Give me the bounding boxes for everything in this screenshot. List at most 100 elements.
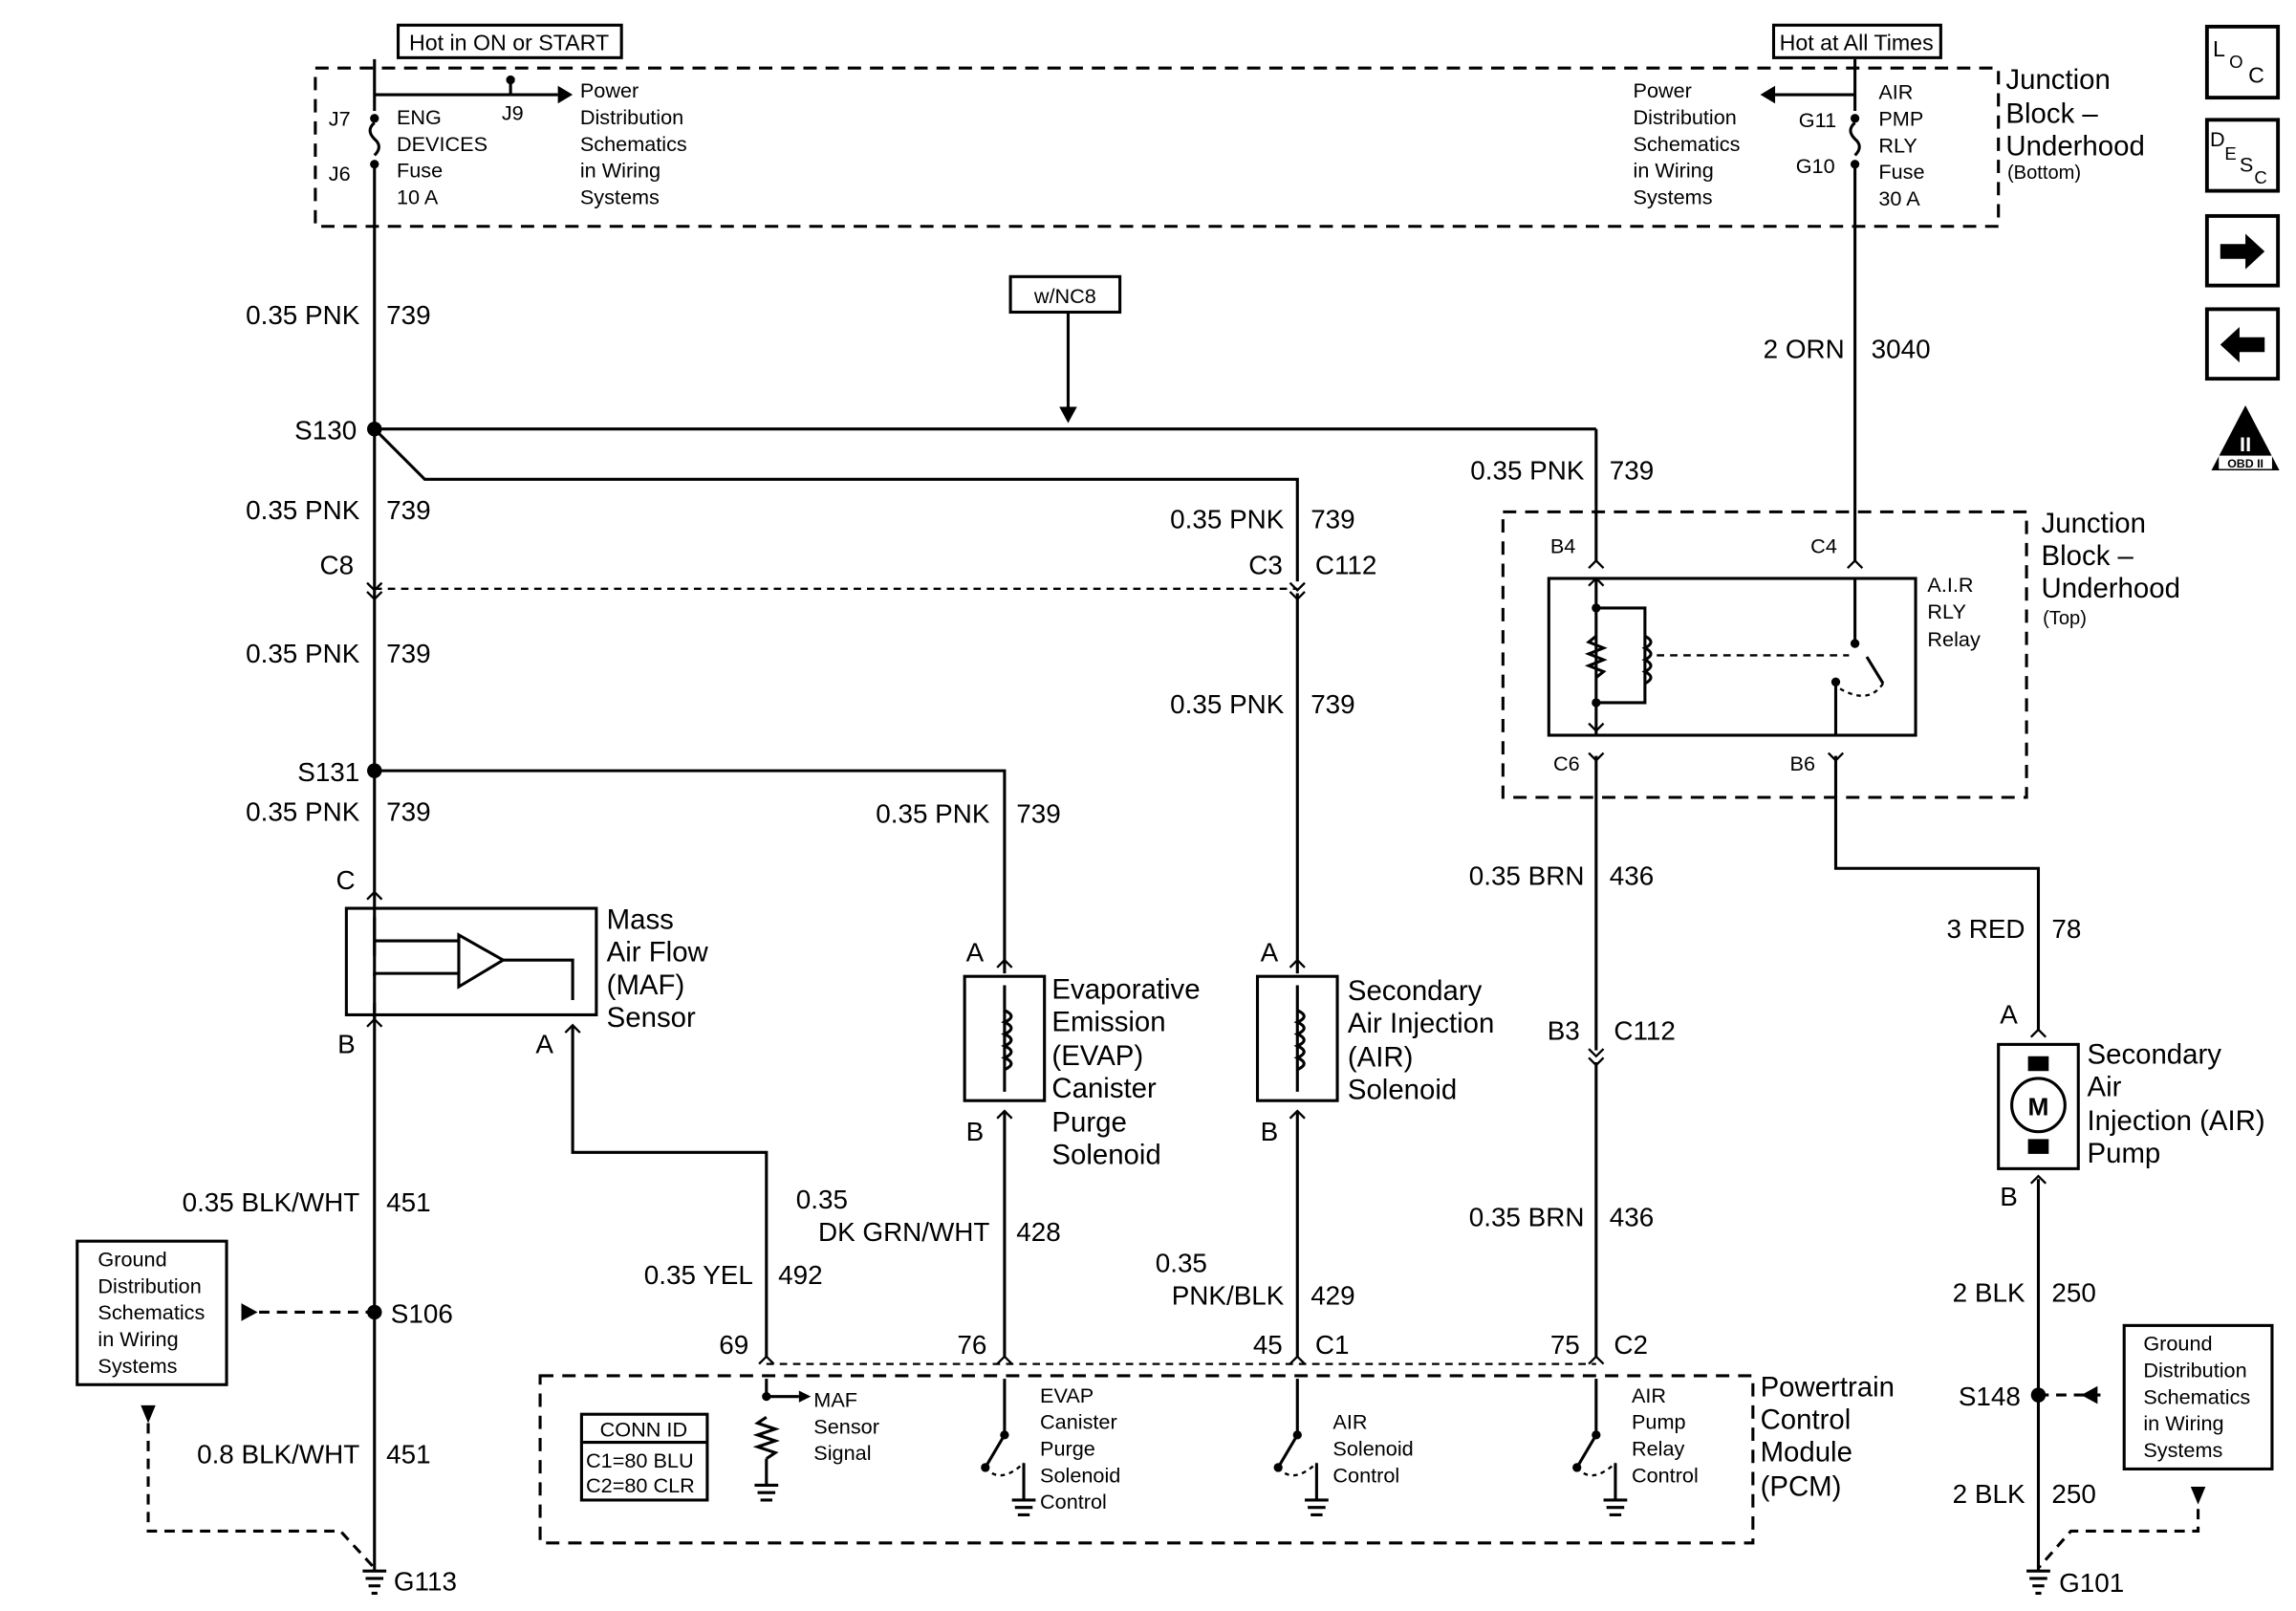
fuse-right-line: RLY [1878, 133, 1917, 157]
relay-pin-c4-chevron [1847, 558, 1864, 569]
ground-g113-icon [362, 1569, 387, 1595]
wire-circuit: 739 [386, 639, 430, 668]
previous-page-arrow-icon[interactable] [2204, 307, 2281, 381]
evap-name-line: (EVAP) [1051, 1040, 1143, 1072]
ground-dist-left-box [76, 1239, 228, 1386]
maf-amplifier-symbol [457, 932, 507, 990]
air-pump-pin-a-chevron [2029, 1028, 2047, 1038]
relay-node-dot [1592, 698, 1601, 708]
pcm-air-sol-driver-switch [1276, 1434, 1299, 1469]
jb-bottom-title-line: Block – [2005, 98, 2098, 129]
pcm-evap-control-line: Solenoid [1040, 1463, 1120, 1487]
ground-dist-left-line: Distribution [97, 1274, 201, 1297]
pds-left-line: Distribution [580, 105, 683, 129]
air-sol-name-line: Air Injection [1348, 1008, 1494, 1039]
connector-c3-chevron [1289, 581, 1306, 601]
ground-dist-left-line: in Wiring [97, 1327, 178, 1351]
ground-dist-right-path [2037, 1509, 2200, 1570]
splice-s148-label: S148 [1959, 1382, 2021, 1411]
fuse-air-pmp-rly-symbol [1849, 121, 1861, 157]
evap-name-line: Canister [1051, 1073, 1157, 1104]
air-pump-name-line: Pump [2088, 1138, 2161, 1169]
ground-symbols [362, 1483, 2050, 1595]
node-labels: S130 S131 S106 S148 G113 G101 C8 C3 C112… [294, 416, 2124, 1598]
pcm-maf-node-dot [762, 1392, 771, 1402]
option-label: w/NC8 [1033, 284, 1096, 308]
evap-name-line: Evaporative [1051, 973, 1200, 1005]
description-button[interactable]: D E S C [2204, 118, 2281, 193]
evap-pin-a-label: A [966, 938, 985, 968]
connector-c3-label: C3 [1248, 550, 1283, 579]
relay-switch-arc [1837, 683, 1884, 697]
connector-c2-label: C2 [1614, 1330, 1648, 1360]
fuse-left-line: ENG [397, 105, 442, 129]
obd-roman: II [2240, 432, 2251, 456]
wire-circuit: 78 [2051, 914, 2081, 944]
wire-circuit: 492 [778, 1260, 822, 1290]
air-pump-motor-top-brush [2027, 1056, 2049, 1072]
ground-dist-right-line: Systems [2143, 1438, 2222, 1462]
relay-name-line: Relay [1927, 627, 1981, 651]
maf-name-line: Air Flow [607, 937, 709, 969]
pcm-evap-ground-icon [1011, 1498, 1036, 1516]
relay-coil-symbol [1641, 634, 1653, 686]
air-relay-body [1547, 577, 1917, 737]
hot-in-run-box [396, 23, 623, 59]
location-button[interactable]: L O C [2204, 24, 2281, 100]
wire-gauge: 0.35 PNK [1470, 455, 1585, 485]
relay-resistor-symbol [1584, 635, 1608, 679]
ground-dist-right-line: Schematics [2143, 1384, 2250, 1408]
hot-always-box [1771, 23, 1942, 59]
pcm-air-pump-control-line: Pump [1632, 1410, 1686, 1434]
splice-s131-dot [367, 763, 382, 778]
loc-letter: O [2229, 52, 2242, 72]
evap-pin-a-chevron [996, 958, 1013, 969]
ground-dist-right-box [2122, 1323, 2274, 1471]
maf-pin-c-chevron [366, 890, 383, 901]
wire-739-to-evap [374, 769, 1007, 974]
pcm-evap-control-line: Purge [1040, 1437, 1095, 1461]
air-pump-name-line: Air [2088, 1072, 2122, 1103]
wire-circuit: 739 [1610, 455, 1654, 485]
splice-s106-dot [367, 1304, 382, 1320]
pcm-evap-driver-arc [984, 1462, 1025, 1477]
connector-c8-label: C8 [320, 550, 355, 579]
pin-j6-label: J6 [329, 162, 351, 185]
wire-gauge: 0.35 PNK [246, 300, 360, 330]
pin-g11-dot [1850, 114, 1860, 123]
pcm-maf-signal-line: MAF [813, 1387, 857, 1411]
pcm-pin-69-label: 69 [719, 1330, 748, 1360]
pcm-evap-control-line: Control [1040, 1490, 1107, 1513]
wire-gauge: 0.35 BRN [1469, 1203, 1585, 1232]
pds-right-line: Distribution [1634, 105, 1737, 129]
wire-gauge: 2 ORN [1764, 334, 1845, 363]
relay-name-line: A.I.R [1927, 573, 1973, 597]
wire-circuit: 451 [386, 1439, 430, 1469]
ground-g101-icon [2026, 1569, 2050, 1595]
wire-circuit: 739 [386, 797, 430, 827]
ground-dist-right-down-arrow [2190, 1487, 2206, 1505]
hot-in-run-label: Hot in ON or START [409, 31, 609, 55]
splice-s131-label: S131 [297, 757, 359, 787]
wire-gauge: 0.35 [1156, 1249, 1207, 1278]
evap-solenoid-body [963, 974, 1047, 1102]
next-page-arrow-icon[interactable] [2204, 213, 2281, 288]
ground-dist-left-down-arrow [141, 1404, 156, 1424]
relay-node-dot [1592, 603, 1601, 613]
maf-pin-b-chevron [366, 1017, 383, 1028]
pcm-evap-node-dot [1000, 1430, 1009, 1440]
splice-s130-dot [367, 421, 382, 437]
obd-ii-icon[interactable]: II OBD II [2211, 404, 2280, 471]
evap-name-line: Emission [1051, 1006, 1165, 1037]
pin-j6-dot [370, 160, 379, 169]
junction-block-bottom-outline [314, 66, 2001, 229]
desc-letter: E [2224, 143, 2236, 163]
connector-c1-label: C1 [1315, 1330, 1350, 1360]
pcm-pin-75-label: 75 [1550, 1330, 1580, 1360]
ground-dist-labels: Ground Distribution Schematics in Wiring… [97, 1247, 2250, 1462]
pcm-air-sol-control-line: AIR [1332, 1410, 1367, 1434]
jb-top-subtitle: (Top) [2043, 608, 2087, 629]
pin-g10-dot [1850, 160, 1860, 169]
jb-bottom-subtitle: (Bottom) [2007, 163, 2081, 184]
obd-label: OBD II [2227, 457, 2264, 470]
